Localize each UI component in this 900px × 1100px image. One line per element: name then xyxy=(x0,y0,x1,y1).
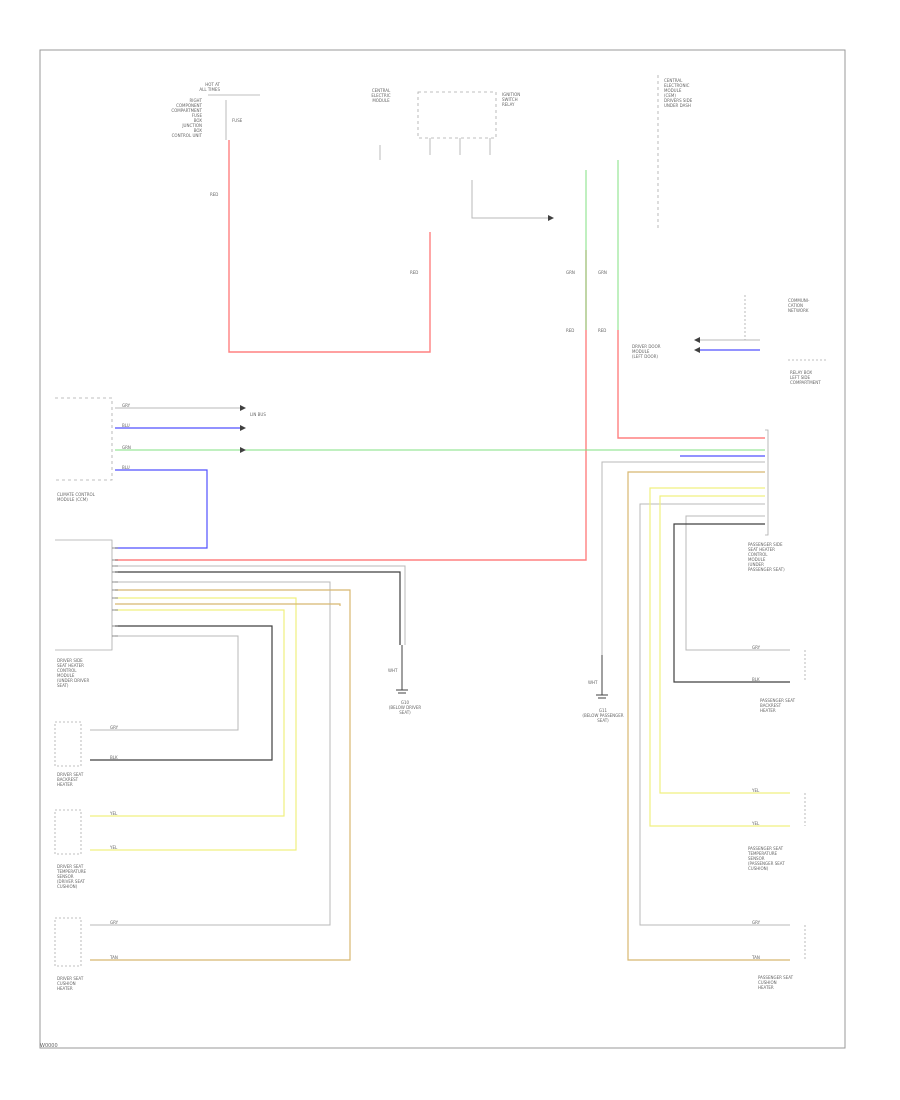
ground-left xyxy=(396,645,408,694)
tag-gray-pass-cushion: GRY xyxy=(752,920,761,925)
tag-red-1: RED xyxy=(210,192,219,197)
tag-yellow-temp-2: YEL xyxy=(110,845,118,850)
wire-black xyxy=(90,625,273,761)
label-driver-seat-cushion: DRIVER SEAT CUSHION HEATER xyxy=(57,976,84,991)
wire-blue xyxy=(115,349,765,549)
label-ground-left: G10 (BELOW DRIVER SEAT) xyxy=(388,700,422,715)
relay-box xyxy=(417,91,497,139)
wire-red xyxy=(228,140,431,353)
label-fuse-panel: RIGHT COMPONENT COMPARTMENT FUSE BOX JUN… xyxy=(171,98,202,138)
label-driver-seat-heat: DRIVER SIDE SEAT HEATER CONTROL MODULE (… xyxy=(57,658,90,688)
label-driver-seat-backrest: DRIVER SEAT BACKREST HEATER xyxy=(57,772,84,787)
label-passenger-temp: PASSENGER SEAT TEMPERATURE SENSOR (PASSE… xyxy=(748,846,785,871)
driver-cushion-box xyxy=(54,917,82,967)
wire-blue xyxy=(115,469,208,549)
tag-gray-lin: GRY xyxy=(122,403,131,408)
label-door-module: DRIVER DOOR MODULE (LEFT DOOR) xyxy=(632,344,661,359)
tag-red-4: RED xyxy=(598,328,607,333)
wire-gray xyxy=(639,503,790,926)
tag-yellow-pass-temp-1: YEL xyxy=(752,788,760,793)
tag-blue-ccm: BLU xyxy=(122,465,130,470)
wire-yellow xyxy=(90,487,790,851)
label-central-electric-module: CENTRAL ELECTRIC MODULE xyxy=(371,88,391,103)
wire-black xyxy=(115,571,401,645)
label-passenger-backrest: PASSENGER SEAT BACKREST HEATER xyxy=(760,698,796,713)
label-central-electronic-module: CENTRAL ELECTRONIC MODULE (CEM) DRIVERS … xyxy=(664,78,693,108)
label-relay-box: RELAY BOX LEFT SIDE COMPARTMENT xyxy=(790,370,821,385)
label-fuse: FUSE xyxy=(232,118,243,123)
wire-green xyxy=(115,160,765,451)
components xyxy=(54,75,828,967)
wire-black xyxy=(90,523,790,761)
wire-gray xyxy=(471,180,550,219)
arrows xyxy=(240,215,700,453)
wire-red xyxy=(115,250,587,561)
label-ignition-relay: IGNITION SWITCH RELAY xyxy=(502,92,521,107)
wire-yellow xyxy=(90,609,285,817)
wire-tan xyxy=(115,603,341,606)
wire-gray xyxy=(90,581,331,926)
label-hot-at-all-times: HOT AT ALL TIMES xyxy=(199,82,220,92)
tag-black-backrest: BLK xyxy=(110,755,118,760)
tag-wht-ground-left: WHT xyxy=(388,668,398,673)
footer-code: W0000 xyxy=(40,1043,58,1049)
label-passenger-cushion: PASSENGER SEAT CUSHION HEATER xyxy=(758,975,794,990)
driver-backrest-box xyxy=(54,721,82,767)
tag-black-pass-backrest: BLK xyxy=(752,677,760,682)
wire-black xyxy=(673,523,790,683)
tag-yellow-temp-1: YEL xyxy=(110,811,118,816)
wire-gray xyxy=(90,635,239,731)
tag-yellow-pass-temp-2: YEL xyxy=(752,821,760,826)
label-driver-seat-temp: DRIVER SEAT TEMPERATURE SENSOR (DRIVER S… xyxy=(57,864,87,889)
wire-yellow xyxy=(649,487,790,827)
tag-gray-pass-backrest: GRY xyxy=(752,645,761,650)
label-ground-right: G11 (BELOW PASSENGER SEAT) xyxy=(582,708,624,723)
wire-yellow xyxy=(659,495,790,794)
pin-stubs xyxy=(112,547,118,637)
driver-temp-box xyxy=(54,809,82,855)
tag-blue-lin: BLU xyxy=(122,423,130,428)
wire-tan xyxy=(90,471,790,961)
wire-tan xyxy=(90,589,351,961)
tag-gray-cushion: GRY xyxy=(110,920,119,925)
driver-seat-module-box xyxy=(55,539,113,651)
tag-green-2: GRN xyxy=(598,270,607,275)
tag-gray-backrest: GRY xyxy=(110,725,119,730)
tag-tan-pass-cushion: TAN xyxy=(752,955,760,960)
ccm-box xyxy=(55,397,113,481)
tag-red-3: RED xyxy=(566,328,575,333)
wire-yellow xyxy=(90,597,297,851)
passenger-seat-module-box xyxy=(765,429,769,536)
label-climate-control: CLIMATE CONTROL MODULE (CCM) xyxy=(57,492,95,502)
wire-tan xyxy=(627,471,790,961)
label-lin-bus: LIN BUS xyxy=(250,412,266,417)
diagram-border xyxy=(39,49,846,1049)
wire-red xyxy=(617,330,765,439)
ground-right xyxy=(596,655,608,699)
label-passenger-seat-heat: PASSENGER SIDE SEAT HEATER CONTROL MODUL… xyxy=(748,542,785,572)
tag-green-lin: GRN xyxy=(122,445,131,450)
tag-wht-ground-right: WHT xyxy=(588,680,598,685)
wire-red-feed xyxy=(115,140,765,561)
wire-gray xyxy=(685,515,790,651)
wire-gray xyxy=(90,180,790,926)
tag-red-2: RED xyxy=(410,270,419,275)
label-comm-net: COMMUNI- CATION NETWORK xyxy=(788,298,810,313)
wire-gray xyxy=(601,461,765,655)
wire-gray xyxy=(115,565,406,645)
tag-green-1: GRN xyxy=(566,270,575,275)
tag-tan-cushion: TAN xyxy=(110,955,118,960)
